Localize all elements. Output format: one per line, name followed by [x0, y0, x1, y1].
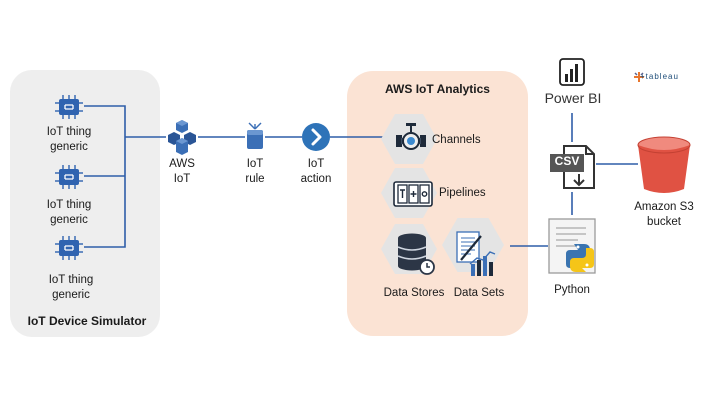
aws-iot-label: AWS IoT — [157, 157, 207, 187]
amazon-s3-line2: bucket — [647, 216, 681, 228]
iot-action-line2: action — [300, 173, 332, 185]
iot-thing-2-line2: generic — [50, 214, 88, 226]
iot-thing-3-line2: generic — [52, 289, 90, 301]
channels-valve-icon — [394, 121, 428, 160]
amazon-s3-label: Amazon S3 bucket — [622, 200, 706, 230]
aws-iot-line1: AWS — [169, 158, 195, 170]
iot-thing-2-chip-icon — [54, 164, 84, 195]
iot-thing-1-line2: generic — [50, 141, 88, 153]
aws-iot-line2: IoT — [173, 173, 191, 185]
amazon-s3-bucket-icon — [635, 135, 693, 202]
iot-thing-1-line1: IoT thing — [46, 126, 92, 138]
channels-label: Channels — [432, 134, 481, 146]
aws-iot-icon — [165, 118, 199, 161]
data-stores-database-icon — [395, 232, 437, 281]
iot-action-label: IoT action — [292, 157, 340, 187]
iot-thing-3-chip-icon — [54, 235, 84, 266]
iot-thing-1-label: IoT thing generic — [30, 125, 108, 155]
iot-rule-line2: rule — [245, 173, 265, 185]
power-bi-label: Power BI — [544, 90, 602, 106]
simulator-title: IoT Device Simulator — [27, 314, 147, 328]
iot-rule-label: IoT rule — [233, 157, 277, 187]
pipelines-label: Pipelines — [439, 187, 486, 199]
data-stores-label: Data Stores — [383, 287, 445, 299]
csv-label: CSV — [554, 154, 580, 168]
iot-thing-2-label: IoT thing generic — [30, 198, 108, 228]
iot-rule-icon — [243, 121, 267, 156]
amazon-s3-line1: Amazon S3 — [634, 201, 694, 213]
iot-thing-1-chip-icon — [54, 94, 84, 125]
iot-rule-line1: IoT — [246, 158, 264, 170]
data-sets-chart-icon — [455, 230, 511, 285]
iot-device-simulator-panel — [10, 70, 160, 337]
data-sets-label: Data Sets — [453, 287, 505, 299]
python-script-icon — [548, 218, 600, 281]
tableau-cross-icon — [631, 69, 647, 90]
csv-file-icon — [548, 142, 600, 199]
aws-iot-analytics-panel — [347, 71, 528, 336]
iot-thing-3-label: IoT thing generic — [32, 273, 110, 303]
pipelines-icon — [392, 180, 434, 213]
tableau-label: +tableau — [640, 72, 679, 81]
power-bi-icon — [557, 56, 587, 93]
iot-thing-2-line1: IoT thing — [46, 199, 92, 211]
iot-thing-3-line1: IoT thing — [48, 274, 94, 286]
analytics-title: AWS IoT Analytics — [385, 82, 490, 96]
iot-action-icon — [301, 122, 331, 157]
iot-action-line1: IoT — [307, 158, 325, 170]
python-label: Python — [554, 284, 590, 296]
